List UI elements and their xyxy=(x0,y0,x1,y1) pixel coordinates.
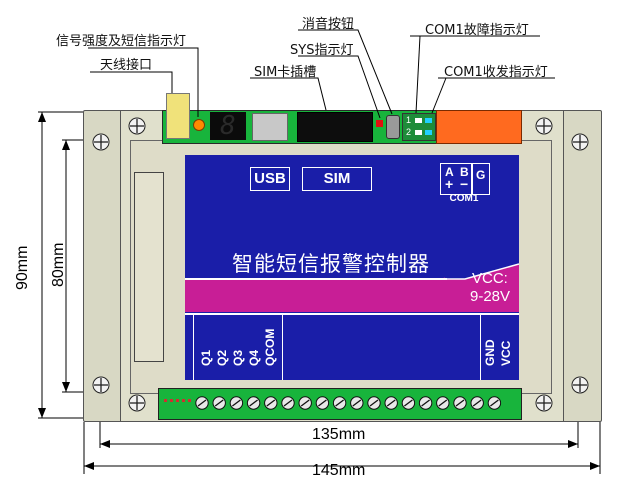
terminal-screw-slot xyxy=(438,399,448,407)
com1-a-label: A xyxy=(445,165,454,179)
terminal-screw-slot xyxy=(421,399,430,407)
terminal-screw-slot xyxy=(352,399,362,407)
callout-com1-txrx: COM1收发指示灯 xyxy=(444,65,548,80)
screw-terminals xyxy=(164,396,502,410)
com1-txrx-led xyxy=(415,130,422,135)
antenna-connector[interactable] xyxy=(166,93,190,139)
com1-led-block: 1 2 xyxy=(402,113,436,141)
terminal-screw-slot xyxy=(197,399,207,407)
com1-g-label: G xyxy=(476,168,486,182)
terminal-screw-slot xyxy=(318,399,327,407)
output-terminal-box xyxy=(193,314,283,380)
terminal-screw-slot xyxy=(455,399,465,407)
terminal-screw-slot xyxy=(266,399,276,407)
power-terminal-box xyxy=(480,314,519,380)
mute-button[interactable] xyxy=(386,115,400,139)
sys-led xyxy=(376,120,383,127)
callout-mute-button: 消音按钮 xyxy=(302,17,355,32)
callout-com1-fault: COM1故障指示灯 xyxy=(425,23,529,38)
signal-led xyxy=(193,119,205,131)
band-top-line xyxy=(185,278,447,280)
com1-led-2-label: 2 xyxy=(406,127,412,137)
com1-plus-label: + xyxy=(445,176,454,192)
com1-panel-label: COM1 xyxy=(449,193,479,204)
product-title: 智能短信报警控制器 xyxy=(232,252,430,276)
com1-divider xyxy=(471,164,473,194)
terminal-screw-slot xyxy=(386,399,396,407)
terminal-screw-slot xyxy=(369,399,379,407)
vcc-label: VCC: xyxy=(472,270,508,287)
usb-port-label: USB xyxy=(250,167,290,191)
com1-fault-led-b xyxy=(425,118,432,123)
com1-led-1-label: 1 xyxy=(406,115,412,125)
callout-sys-led: SYS指示灯 xyxy=(290,43,354,58)
com1-terminal-box: A B G + − xyxy=(440,163,490,195)
seven-segment-display: 8 xyxy=(210,112,246,140)
terminal-screw-slot xyxy=(283,399,293,407)
terminal-screw-slot xyxy=(300,399,310,407)
com1-fault-led xyxy=(415,118,422,123)
orange-terminal-block xyxy=(436,110,522,144)
terminal-screw-slot xyxy=(404,399,413,407)
terminal-screw-slot xyxy=(490,399,499,407)
terminal-screw-slot xyxy=(249,399,258,407)
callout-signal-led: 信号强度及短信指示灯 xyxy=(56,34,187,49)
com1-txrx-led-b xyxy=(425,130,432,135)
sim-card-slot[interactable] xyxy=(297,112,373,142)
vcc-badge-bg xyxy=(445,260,519,312)
sim-panel-label: SIM xyxy=(302,167,372,191)
com1-b-label: B xyxy=(460,165,469,179)
terminal-screw-slot xyxy=(214,399,224,407)
com1-minus-label: − xyxy=(460,176,469,192)
terminal-screw-slot xyxy=(232,399,241,407)
callout-antenna: 天线接口 xyxy=(100,58,153,73)
side-window xyxy=(134,172,164,362)
callout-sim-slot: SIM卡插槽 xyxy=(254,65,317,80)
terminal-screw-slot xyxy=(472,399,482,407)
width-inner-label: 135mm xyxy=(312,426,366,443)
left-din-rail xyxy=(83,110,123,422)
right-din-rail xyxy=(562,110,602,422)
vcc-range: 9-28V xyxy=(470,288,511,305)
gray-indicator-block xyxy=(252,113,288,141)
band-bottom-line xyxy=(185,313,519,315)
terminal-screw-slot xyxy=(335,399,344,407)
